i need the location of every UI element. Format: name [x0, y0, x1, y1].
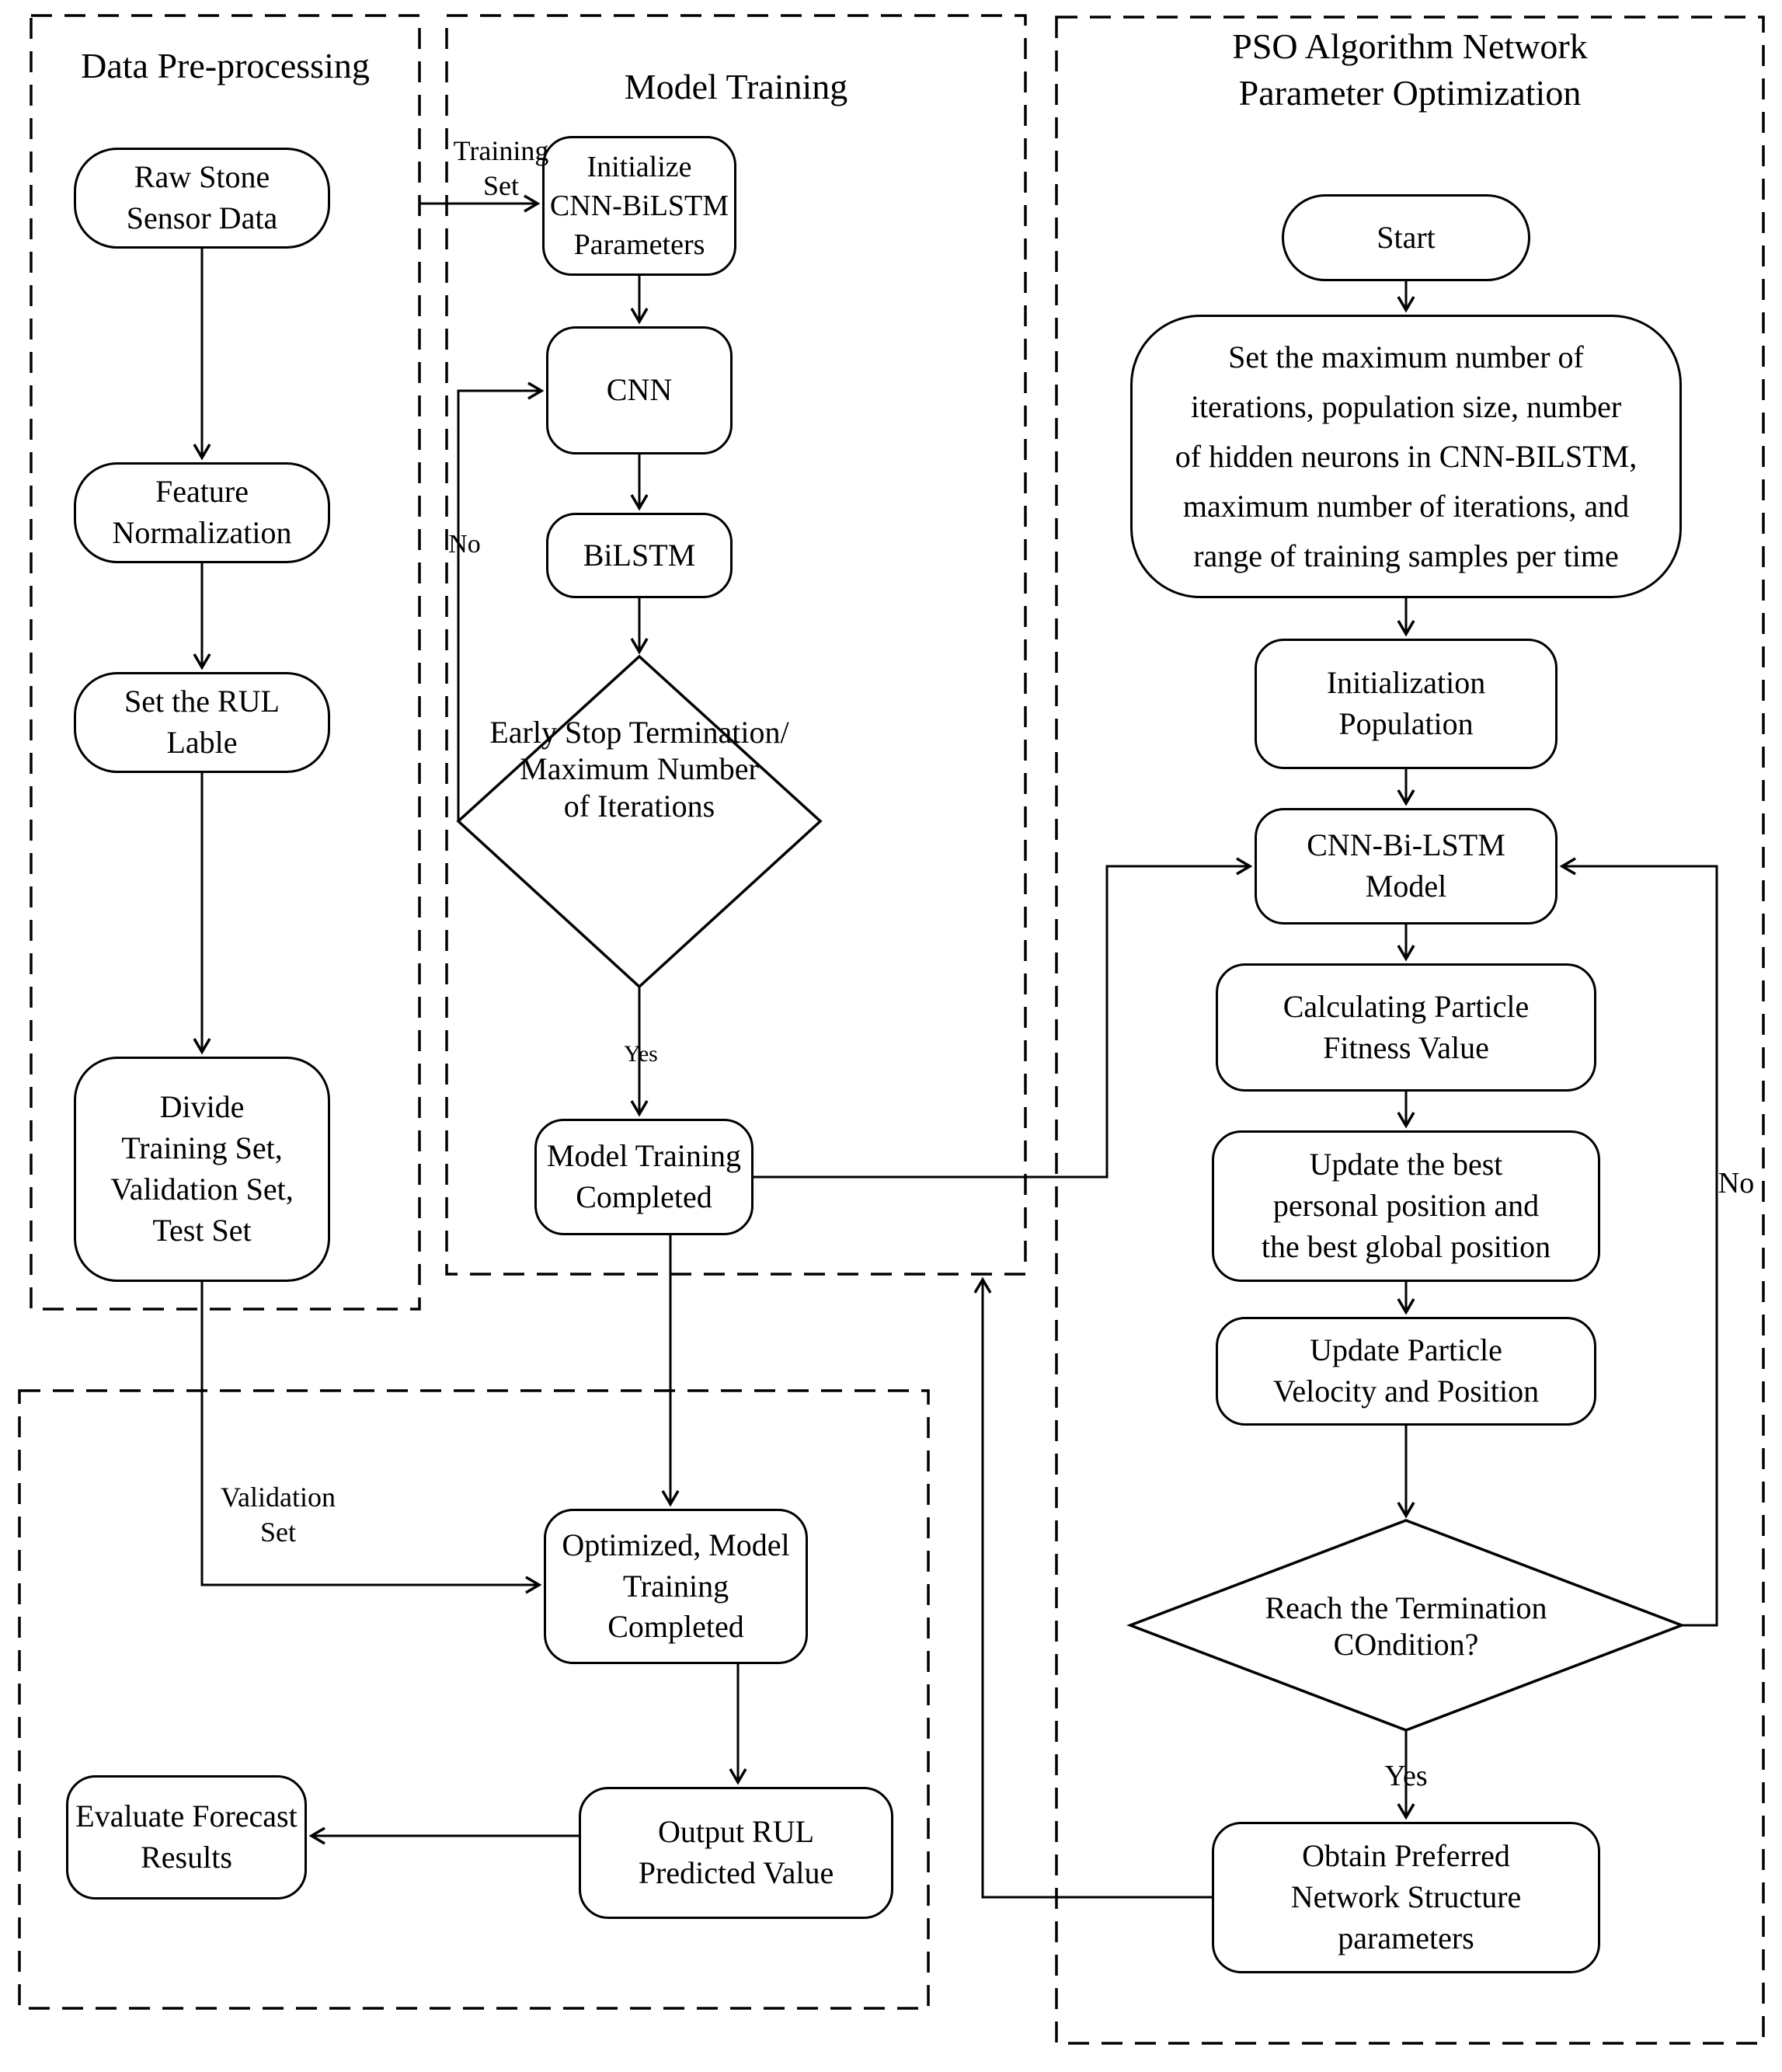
node-divide-sets: Divide Training Set, Validation Set, Tes…: [74, 1057, 330, 1282]
node-cnn-bi-lstm-model: CNN-Bi-LSTM Model: [1255, 808, 1558, 925]
node-update-particle-velocity: Update Particle Velocity and Position: [1216, 1317, 1596, 1426]
section-border-preprocessing: [30, 14, 421, 1311]
node-optimized-model-training-completed: Optimized, Model Training Completed: [544, 1509, 808, 1664]
arrow-earlystop-no-loop-to-cnn: [457, 381, 545, 821]
node-evaluate-forecast-results: Evaluate Forecast Results: [66, 1775, 307, 1900]
section-title-model-training: Model Training: [624, 67, 848, 106]
arrow-divide-to-optimized-validation-set: [200, 1282, 542, 1594]
section-border-pso: [1055, 16, 1765, 2045]
section-border-model-training: [445, 14, 1027, 1276]
section-border-evaluation: [18, 1389, 930, 2010]
edge-label-no-early-stop: No: [448, 530, 481, 559]
node-initialize-cnn-bilstm-parameters: Initialize CNN-BiLSTM Parameters: [542, 136, 736, 276]
node-initialization-population: Initialization Population: [1255, 639, 1558, 769]
edge-label-training-set: Training Set: [453, 135, 549, 201]
decision-termination-label: Reach the Termination COndition?: [1265, 1590, 1547, 1662]
edge-label-yes-early-stop: Yes: [624, 1041, 658, 1067]
node-cnn: CNN: [546, 326, 733, 454]
node-raw-stone-sensor-data: Raw Stone Sensor Data: [74, 148, 330, 249]
edge-label-no-termination: No: [1718, 1167, 1755, 1200]
node-output-rul-predicted-value: Output RUL Predicted Value: [579, 1787, 893, 1919]
node-start: Start: [1282, 194, 1530, 281]
node-calculating-particle-fitness: Calculating Particle Fitness Value: [1216, 963, 1596, 1092]
arrow-completed-to-cnnbilstm-model: [754, 857, 1253, 1179]
edge-label-validation-set: Validation Set: [221, 1482, 336, 1548]
node-set-maximum-parameters: Set the maximum number of iterations, po…: [1130, 315, 1682, 598]
node-model-training-completed: Model Training Completed: [534, 1119, 754, 1235]
section-title-pso: PSO Algorithm Network Parameter Optimiza…: [1232, 26, 1588, 113]
section-title-preprocessing: Data Pre-processing: [81, 46, 370, 85]
arrow-obtain-to-model-training-section: [973, 1276, 1212, 1899]
node-obtain-preferred-parameters: Obtain Preferred Network Structure param…: [1212, 1822, 1600, 1973]
decision-early-stop-label: Early Stop Termination/ Maximum Number o…: [489, 715, 789, 824]
edge-label-yes-termination: Yes: [1384, 1760, 1428, 1792]
node-bilstm: BiLSTM: [546, 513, 733, 598]
node-update-best-positions: Update the best personal position and th…: [1212, 1130, 1600, 1282]
node-set-rul-label: Set the RUL Lable: [74, 672, 330, 773]
arrow-termination-no-loop-to-cnnbilstm: [1559, 857, 1718, 1627]
node-feature-normalization: Feature Normalization: [74, 462, 330, 563]
